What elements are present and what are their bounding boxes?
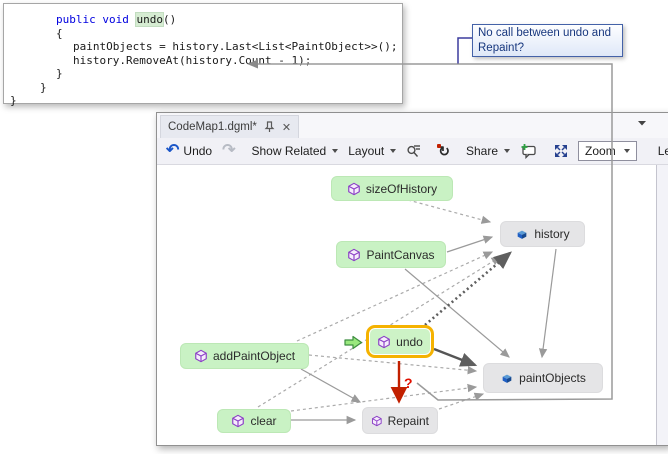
node-label: PaintCanvas xyxy=(366,247,435,262)
field-icon xyxy=(517,230,527,239)
graph-canvas[interactable] xyxy=(157,165,668,445)
method-icon xyxy=(195,349,207,363)
legend-button[interactable]: Legend xyxy=(650,144,668,158)
code-line: } xyxy=(56,67,63,80)
refresh-button[interactable]: ↻ xyxy=(433,143,455,160)
code-editor-popup: public void undo() { paintObjects = hist… xyxy=(3,3,403,107)
zoom-label: Zoom xyxy=(585,144,616,158)
code-keyword: public void xyxy=(56,13,136,26)
node-history[interactable]: history xyxy=(500,221,585,247)
node-clear[interactable]: clear xyxy=(217,409,291,433)
chevron-down-icon xyxy=(390,149,397,153)
layout-button[interactable]: Layout xyxy=(343,144,401,158)
filter-button[interactable] xyxy=(401,143,427,159)
node-label: history xyxy=(534,227,570,241)
method-icon xyxy=(232,414,245,428)
redo-button[interactable]: ↷ xyxy=(217,143,240,159)
undo-label: Undo xyxy=(183,144,213,158)
node-label: clear xyxy=(250,414,277,428)
close-icon[interactable]: ✕ xyxy=(281,121,292,134)
code-line: history.RemoveAt(history.Count - 1); xyxy=(73,53,312,67)
show-related-label: Show Related xyxy=(251,144,327,158)
method-icon xyxy=(348,248,361,261)
legend-label: Legend xyxy=(657,144,668,158)
chevron-down-icon xyxy=(504,149,511,153)
zoom-dropdown[interactable]: Zoom xyxy=(578,141,637,161)
node-paintObjects[interactable]: paintObjects xyxy=(483,363,603,393)
node-Repaint[interactable]: Repaint xyxy=(362,407,438,434)
map-toolbar: ↶ Undo ↷ Show Related Layout xyxy=(157,138,668,165)
field-icon xyxy=(502,374,512,383)
tab-title: CodeMap1.dgml* xyxy=(168,121,257,133)
node-label: undo xyxy=(396,334,423,349)
code-line: } xyxy=(10,94,17,107)
text-cursor xyxy=(135,13,137,24)
tab-overflow-icon[interactable] xyxy=(637,120,647,126)
pin-icon[interactable] xyxy=(264,121,275,133)
code-text: () xyxy=(162,13,177,26)
node-addPaintObject[interactable]: addPaintObject xyxy=(180,343,309,369)
share-label: Share xyxy=(465,144,499,158)
comment-icon xyxy=(521,144,536,159)
node-sizeOfHistory[interactable]: sizeOfHistory xyxy=(331,176,453,201)
redo-icon: ↷ xyxy=(222,142,236,159)
tab-codemap-document[interactable]: CodeMap1.dgml* ✕ xyxy=(160,115,300,138)
node-label: paintObjects xyxy=(519,371,586,385)
highlighted-symbol: undo xyxy=(135,12,164,27)
method-icon xyxy=(348,182,360,195)
share-button[interactable]: Share xyxy=(461,144,515,158)
tab-bar: CodeMap1.dgml* ✕ xyxy=(157,113,668,138)
code-map-window: CodeMap1.dgml* ✕ ↶ Undo ↷ Show Related xyxy=(156,112,668,446)
chevron-down-icon xyxy=(623,149,630,153)
method-icon xyxy=(378,335,390,348)
undo-icon: ↶ xyxy=(166,142,180,159)
undo-button[interactable]: ↶ Undo xyxy=(161,143,217,159)
code-line: } xyxy=(40,80,47,94)
fit-to-screen-button[interactable] xyxy=(548,143,574,159)
add-comment-button[interactable] xyxy=(515,143,542,159)
code-line: public void undo() xyxy=(56,12,177,27)
layout-label: Layout xyxy=(348,144,385,158)
refresh-icon: ↻ xyxy=(437,142,450,159)
legend-panel xyxy=(656,165,668,445)
tooltip-bracket-line xyxy=(457,37,472,64)
node-PaintCanvas[interactable]: PaintCanvas xyxy=(336,241,446,268)
code-line: paintObjects = history.Last<List<PaintOb… xyxy=(73,40,398,53)
chevron-down-icon xyxy=(332,149,339,153)
node-undo[interactable]: undo xyxy=(366,325,434,358)
show-related-button[interactable]: Show Related xyxy=(247,144,344,158)
search-icon xyxy=(407,145,421,157)
node-label: addPaintObject xyxy=(212,349,296,363)
code-line: { xyxy=(56,26,63,40)
node-label: sizeOfHistory xyxy=(365,181,438,196)
method-icon xyxy=(371,415,382,426)
node-label: Repaint xyxy=(387,413,429,428)
entry-pointer-icon xyxy=(344,335,363,350)
annotation-tooltip: No call between undo and Repaint? xyxy=(472,24,623,57)
fit-to-screen-icon xyxy=(555,145,568,157)
